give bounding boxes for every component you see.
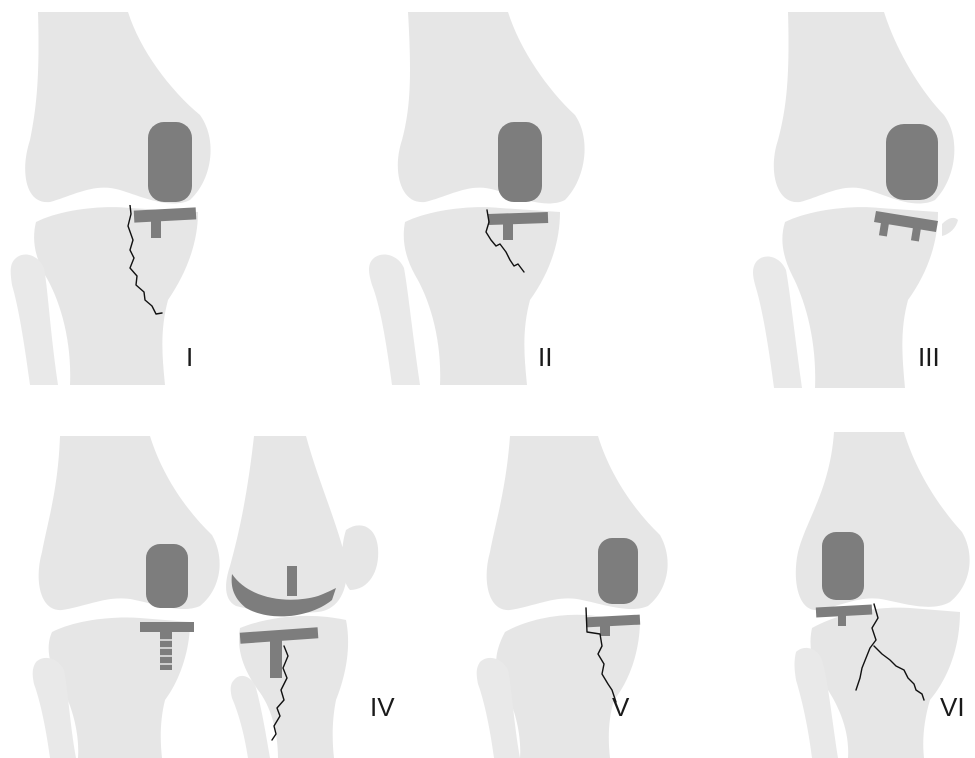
tibial-stem-ap [270,640,282,678]
bone-fragment [942,218,958,236]
panel-label: VI [940,692,965,722]
panel-i: I [11,12,211,385]
panel-label: IV [370,692,395,722]
tibial-keel [151,218,161,238]
tibia-bone [404,207,560,385]
panel-label: V [612,692,630,722]
tibial-keel [838,614,846,626]
femoral-component [886,124,938,200]
tibia-bone [496,615,640,758]
panel-label: III [918,342,940,372]
panel-v: V [477,436,668,758]
patella [342,525,378,590]
panel-vi: VI [795,432,970,758]
femoral-component [148,122,192,202]
femoral-component [822,532,864,600]
panel-ii: II [369,12,585,385]
tibial-keel [600,624,610,636]
femur-bone [398,12,585,204]
femoral-component [498,122,542,202]
fibula-bone [369,254,420,385]
tibial-tray [488,212,548,225]
femur-bone [796,432,970,610]
femoral-component [598,538,638,604]
femur-bone-ap [226,436,347,613]
tibial-keel [503,220,513,240]
femoral-peg [287,566,297,596]
tibia-bone [34,207,198,385]
panel-label: II [538,342,552,372]
panel-label: I [186,342,193,372]
femur-bone [39,436,220,610]
panel-iv: IV [33,436,396,758]
femoral-component [146,544,188,608]
femur-bone [487,436,668,610]
